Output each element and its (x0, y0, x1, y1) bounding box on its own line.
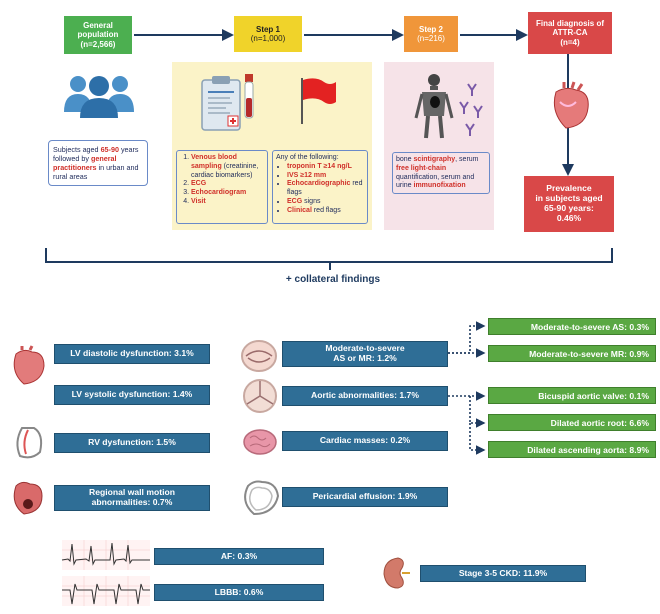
subjects-post: in urban and rural areas (53, 163, 139, 181)
step2-title: Step 2 (418, 24, 443, 34)
dilated-ascending-bar: Dilated ascending aorta: 8.9% (488, 441, 656, 458)
people-icon (64, 76, 134, 118)
step2-count: (n=216) (417, 34, 445, 43)
subjects-age: 65-90 (100, 145, 119, 154)
dilated-root-bar: Dilated aortic root: 6.6% (488, 414, 656, 431)
step2-a: bone (396, 156, 414, 163)
mod-severe-as-bar: Moderate-to-severe AS: 0.3% (488, 318, 656, 335)
mod-severe-mr-bar: Moderate-to-severe MR: 0.9% (488, 345, 656, 362)
rwma-bar: Regional wall motion abnormalities: 0.7% (54, 485, 210, 511)
step1-list-item: Visit (191, 198, 264, 207)
step1-list-item-text: (creatinine, cardiac biomarkers) (191, 162, 259, 179)
pericardium-icon (244, 480, 280, 516)
rv-dysfunction-bar: RV dysfunction: 1.5% (54, 433, 210, 453)
step2-b: scintigraphy (413, 156, 456, 163)
step1-title: Step 1 (255, 24, 280, 34)
ecg-af-strip-icon (61, 540, 150, 570)
step1-flag-item: Clinical red flags (287, 207, 364, 216)
heart-lv-icon (13, 345, 45, 385)
step1-list-item: ECG (191, 180, 264, 189)
blood-tube-icon (244, 74, 254, 119)
step1-count: (n=1,000) (250, 34, 286, 43)
step1-list-item: Venous blood sampling (creatinine, cardi… (191, 154, 264, 180)
aortic-valve-icon (243, 379, 277, 413)
step1-list-item-highlight: ECG (191, 180, 207, 188)
step2-f: immunofixation (413, 182, 466, 190)
step1-flags-box: Any of the following: troponin T ≥14 ng/… (272, 150, 368, 224)
step2-d: free light-chain (396, 164, 447, 172)
antibody-icon (459, 83, 483, 136)
collateral-findings-label: + collateral findings (285, 274, 381, 285)
cardiac-masses-bar: Cardiac masses: 0.2% (282, 431, 448, 451)
subjects-gp: general practitioners (53, 154, 117, 172)
step1-flag-item: ECG signs (287, 198, 364, 207)
step1-list-item-highlight: Visit (191, 197, 206, 205)
step1-flag-item: Echocardiographic red flags (287, 180, 364, 198)
step1-flag-item-text: red flags (287, 180, 363, 196)
step1-any-title: Any of the following: (276, 154, 339, 161)
subjects-pre: Subjects aged (53, 145, 101, 154)
bicuspid-valve-bar: Bicuspid aortic valve: 0.1% (488, 387, 656, 404)
lv-diastolic-bar: LV diastolic dysfunction: 3.1% (54, 344, 210, 364)
step1-list-box: Venous blood sampling (creatinine, cardi… (176, 150, 268, 224)
bone-scan-icon (414, 74, 454, 139)
rv-heart-outline-icon (16, 427, 43, 459)
red-flag-icon (301, 78, 336, 124)
step1-flag-item-highlight: ECG (287, 197, 303, 205)
step1-list-item-highlight: Echocardiogram (191, 189, 247, 196)
as-mr-bar: Moderate-to-severe AS or MR: 1.2% (282, 341, 448, 367)
ckd-bar: Stage 3-5 CKD: 11.9% (420, 565, 586, 582)
lv-systolic-bar: LV systolic dysfunction: 1.4% (54, 385, 210, 405)
step1-flag-item-text: signs (302, 197, 321, 205)
af-bar: AF: 0.3% (154, 548, 324, 565)
step1-flag-item-highlight: Echocardiographic (287, 180, 351, 188)
cardiac-mass-icon (243, 429, 277, 455)
kidney-icon (383, 557, 410, 589)
step2-text-box: bone scintigraphy, serum free light-chai… (392, 152, 490, 194)
step1-flag-item-highlight: IVS ≥12 mm (287, 171, 327, 179)
subjects-box: Subjects aged 65-90 years followed by ge… (48, 140, 148, 186)
step1-list-item-highlight: Venous blood sampling (191, 154, 237, 170)
prevalence-box: Prevalence in subjects aged 65-90 years:… (524, 176, 614, 232)
step1-flag-item: troponin T ≥14 ng/L (287, 163, 364, 172)
clipboard-icon (201, 76, 241, 131)
step1-flag-item-highlight: troponin T ≥14 ng/L (287, 162, 352, 170)
heart-icon (553, 81, 589, 129)
ecg-lbbb-strip-icon (62, 576, 150, 606)
step2-panel (384, 62, 494, 230)
step1-flag-item-text: red flags (311, 206, 341, 214)
mitral-valve-icon (241, 340, 277, 372)
subjects-mid: years followed by (53, 145, 139, 163)
lbbb-bar: LBBB: 0.6% (154, 584, 324, 601)
heart-rwma-icon (13, 481, 43, 515)
step2-c: , serum (455, 156, 479, 163)
pericardial-effusion-bar: Pericardial effusion: 1.9% (282, 487, 448, 507)
step1-box: Step 1 (n=1,000) (234, 16, 302, 52)
general-population-box: General population (n=2,566) (64, 16, 132, 54)
step2-e: quantification, serum and urine (396, 173, 475, 190)
step1-flag-item: IVS ≥12 mm (287, 172, 364, 181)
final-diagnosis-box: Final diagnosis of ATTR-CA (n=4) (528, 12, 612, 54)
step1-list-item: Echocardiogram (191, 189, 264, 198)
step2-box: Step 2 (n=216) (404, 16, 458, 52)
aortic-abnormalities-bar: Aortic abnormalities: 1.7% (282, 386, 448, 406)
step1-flag-item-highlight: Clinical (287, 206, 312, 214)
